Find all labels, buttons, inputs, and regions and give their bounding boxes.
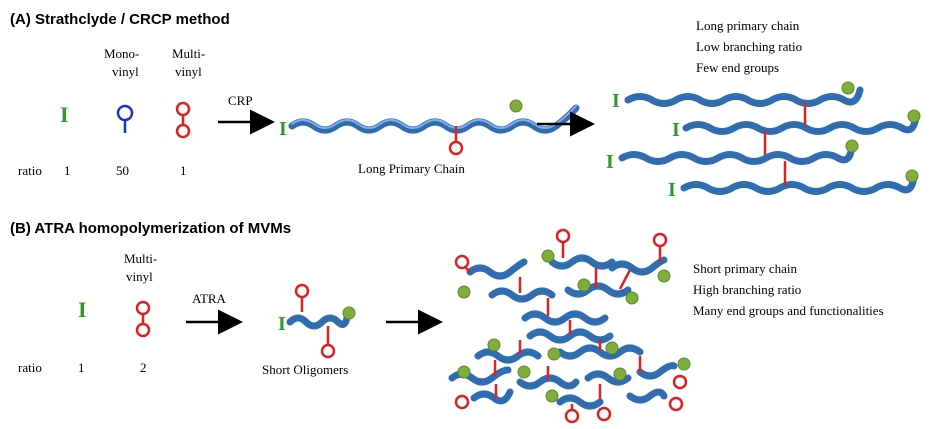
ratio-value-multivinyl-a: 1 — [180, 163, 187, 178]
pendant-vinyl-group — [448, 140, 464, 156]
multivinyl-label-a-line2: vinyl — [175, 64, 202, 79]
initiator-symbol-branch-3: I — [606, 151, 614, 173]
result-a-line1: Long primary chain — [696, 18, 800, 33]
ratio-value-initiator-a: 1 — [64, 163, 71, 178]
result-b-line2: High branching ratio — [693, 282, 801, 297]
panel-b-title: (B) ATRA homopolymerization of MVMs — [10, 220, 291, 237]
end-group-bead — [509, 99, 523, 113]
ratio-value-multivinyl-b: 2 — [140, 360, 147, 375]
ratio-label-a: ratio — [18, 163, 42, 178]
long-primary-chain — [288, 99, 580, 156]
initiator-symbol-chain-a: I — [279, 118, 287, 140]
short-oligomer — [286, 283, 356, 359]
result-a-line2: Low branching ratio — [696, 39, 802, 54]
multivinyl-label-a-line1: Multi- — [172, 46, 205, 61]
ratio-value-monovinyl: 50 — [116, 163, 129, 178]
initiator-symbol-a: I — [60, 102, 69, 127]
hyperbranched-network — [448, 228, 691, 424]
result-a-line3: Few end groups — [696, 60, 779, 75]
ratio-value-initiator-b: 1 — [78, 360, 85, 375]
result-b-line1: Short primary chain — [693, 261, 797, 276]
initiator-symbol-b: I — [78, 297, 87, 322]
short-oligomers-label: Short Oligomers — [262, 362, 348, 377]
multivinyl-monomer-icon-a — [175, 101, 191, 139]
monovinyl-label-line1: Mono- — [104, 46, 139, 61]
initiator-symbol-branch-1: I — [612, 90, 620, 112]
panel-a-title: (A) Strathclyde / CRCP method — [10, 11, 230, 28]
branched-long-chains — [618, 81, 921, 195]
initiator-symbol-branch-4: I — [668, 179, 676, 201]
monovinyl-monomer-icon — [116, 104, 134, 133]
crp-arrow-label: CRP — [228, 93, 253, 108]
initiator-symbol-branch-2: I — [672, 119, 680, 141]
multivinyl-label-b-line2: vinyl — [126, 269, 153, 284]
multivinyl-monomer-icon-b — [135, 300, 151, 338]
atra-arrow-label: ATRA — [192, 291, 227, 306]
long-primary-chain-label: Long Primary Chain — [358, 161, 465, 176]
initiator-symbol-oligomer: I — [278, 313, 286, 335]
monovinyl-label-line2: vinyl — [112, 64, 139, 79]
ratio-label-b: ratio — [18, 360, 42, 375]
multivinyl-label-b-line1: Multi- — [124, 251, 157, 266]
result-b-line3: Many end groups and functionalities — [693, 303, 884, 318]
